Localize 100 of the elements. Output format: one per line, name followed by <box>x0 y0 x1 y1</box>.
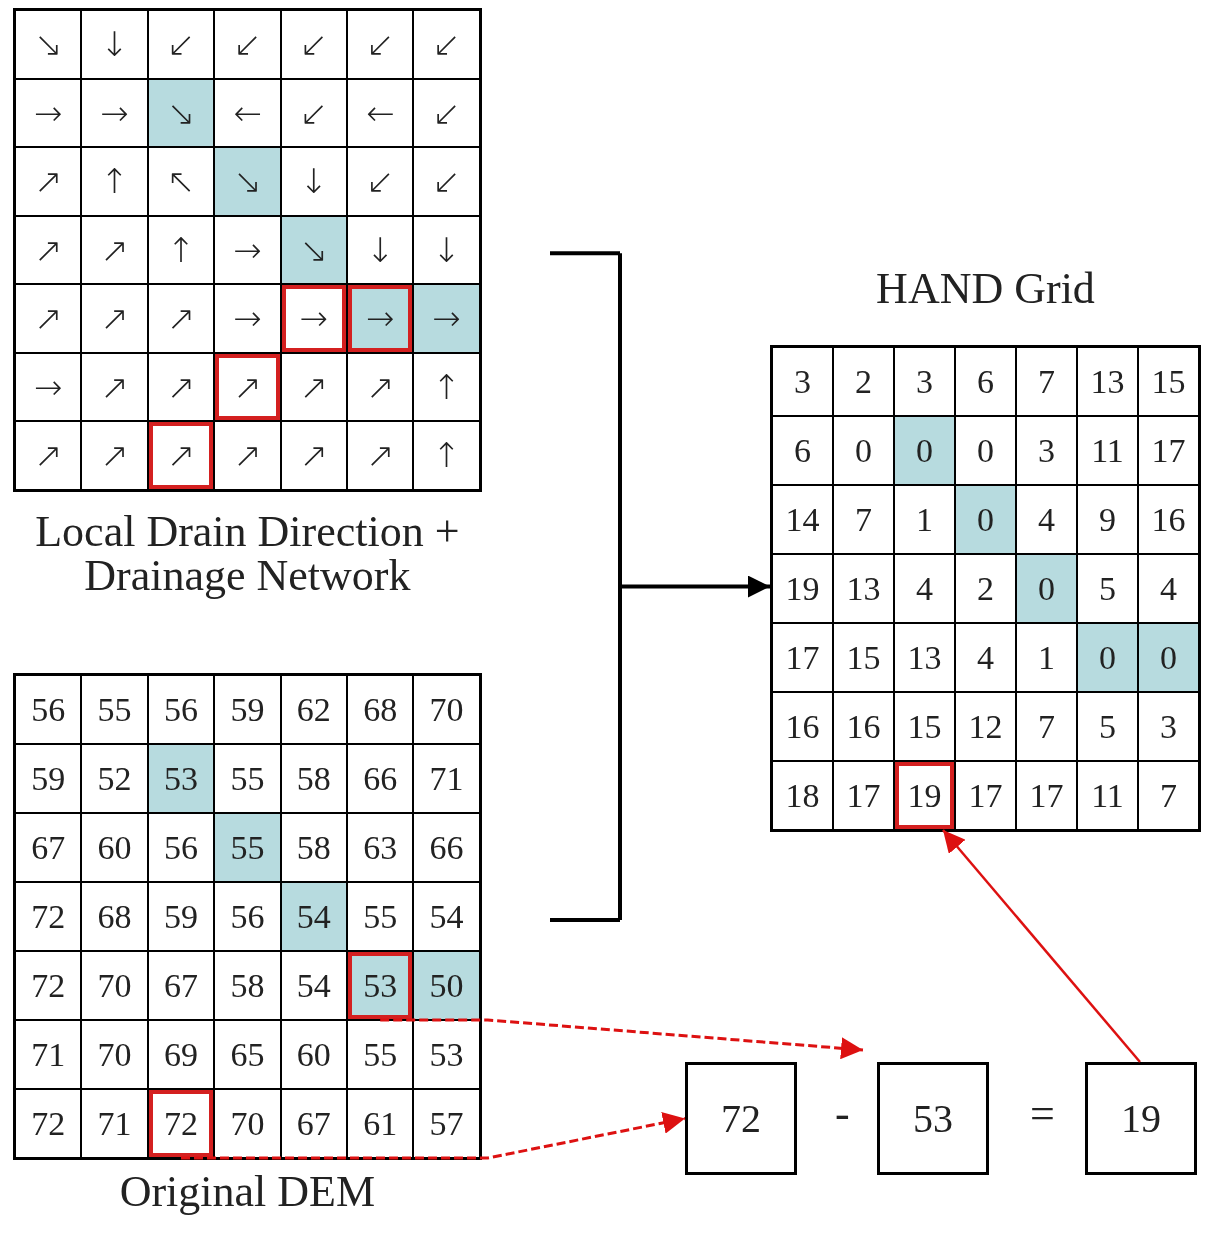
flow-direction-cell: ↙ <box>214 10 281 79</box>
hand-value-cell: 15 <box>894 692 955 761</box>
elevation-cell: 66 <box>347 744 414 813</box>
elevation-cell: 55 <box>81 675 148 744</box>
flow-direction-cell: ↗ <box>280 352 347 421</box>
elevation-cell: 70 <box>413 675 480 744</box>
arrow <box>181 1112 686 1160</box>
flow-direction-cell: ↖ <box>147 147 215 216</box>
flow-direction-cell: ↑ <box>413 352 480 421</box>
hand-value-cell: 0 <box>894 416 955 485</box>
arrow <box>942 829 1141 1063</box>
hand-value-cell: 17 <box>833 761 894 830</box>
flow-direction-cell: ↙ <box>280 10 347 79</box>
elevation-cell: 68 <box>347 675 414 744</box>
elevation-cell: 72 <box>15 1089 82 1158</box>
grid-title: Original DEM <box>118 1170 377 1214</box>
flow-direction-cell: ↙ <box>413 10 480 79</box>
hand-value-cell: 17 <box>772 623 833 692</box>
grid-title: Local Drain Direction + Drainage Network <box>34 510 461 598</box>
hand-value-cell: 6 <box>955 347 1016 416</box>
operator-sign: - <box>835 1088 850 1139</box>
flow-direction-cell: ↑ <box>413 421 480 490</box>
hand-value-cell: 7 <box>1016 347 1077 416</box>
hand-value-cell: 11 <box>1077 416 1138 485</box>
hand-value-cell: 15 <box>833 623 894 692</box>
elevation-cell: 59 <box>214 675 281 744</box>
elevation-cell: 72 <box>147 1089 215 1158</box>
elevation-cell: 56 <box>15 675 82 744</box>
flow-direction-cell: ↗ <box>347 352 414 421</box>
elevation-cell: 67 <box>15 813 82 882</box>
hand-value-cell: 17 <box>1016 761 1077 830</box>
elevation-cell: 61 <box>347 1089 414 1158</box>
flow-direction-cell: → <box>81 78 148 147</box>
hand-value-cell: 13 <box>894 623 955 692</box>
flow-direction-cell: ↗ <box>15 215 82 284</box>
hand-value-cell: 1 <box>894 485 955 554</box>
flow-direction-cell: → <box>280 284 347 353</box>
flow-direction-cell: → <box>413 284 480 353</box>
hand-value-cell: 7 <box>833 485 894 554</box>
hand-value-cell: 2 <box>955 554 1016 623</box>
elevation-cell: 56 <box>147 813 215 882</box>
flow-direction-cell: → <box>214 215 281 284</box>
operator-sign: = <box>1030 1088 1055 1139</box>
flow-direction-cell: ↗ <box>347 421 414 490</box>
flow-direction-cell: ↙ <box>347 147 414 216</box>
elevation-cell: 68 <box>81 882 148 951</box>
hand-value-cell: 16 <box>772 692 833 761</box>
flow-direction-cell: ↗ <box>81 352 148 421</box>
flow-direction-cell: ↓ <box>413 215 480 284</box>
hand-value-cell: 7 <box>1016 692 1077 761</box>
elevation-cell: 60 <box>81 813 148 882</box>
hand-value-cell: 17 <box>1138 416 1199 485</box>
flow-direction-cell: → <box>15 78 82 147</box>
elevation-cell: 67 <box>280 1089 347 1158</box>
hand-value-cell: 17 <box>955 761 1016 830</box>
elevation-cell: 58 <box>214 951 281 1020</box>
flow-direction-cell: ↓ <box>81 10 148 79</box>
elevation-cell: 53 <box>413 1020 480 1089</box>
hand-value-cell: 4 <box>894 554 955 623</box>
value-box: 19 <box>1085 1062 1197 1175</box>
hand-value-cell: 4 <box>1016 485 1077 554</box>
hand-value-cell: 0 <box>955 416 1016 485</box>
hand-value-cell: 4 <box>1138 554 1199 623</box>
elevation-cell: 59 <box>15 744 82 813</box>
elevation-cell: 63 <box>347 813 414 882</box>
elevation-cell: 62 <box>280 675 347 744</box>
flow-direction-cell: ↗ <box>81 284 148 353</box>
elevation-cell: 72 <box>15 882 82 951</box>
elevation-cell: 58 <box>280 813 347 882</box>
flow-direction-cell: ↗ <box>214 352 281 421</box>
elevation-cell: 54 <box>280 882 347 951</box>
elevation-cell: 70 <box>81 1020 148 1089</box>
hand-value-cell: 12 <box>955 692 1016 761</box>
hand-value-cell: 19 <box>894 761 955 830</box>
elevation-cell: 55 <box>347 882 414 951</box>
hand-value-cell: 16 <box>1138 485 1199 554</box>
flow-direction-cell: ← <box>347 78 414 147</box>
flow-direction-cell: ↗ <box>81 421 148 490</box>
hand-value-cell: 13 <box>833 554 894 623</box>
elevation-cell: 71 <box>15 1020 82 1089</box>
flow-direction-cell: ↗ <box>147 284 215 353</box>
flow-direction-cell: → <box>347 284 414 353</box>
elevation-cell: 57 <box>413 1089 480 1158</box>
flow-direction-cell: ↘ <box>147 78 215 147</box>
flow-direction-cell: ↗ <box>147 421 215 490</box>
elevation-cell: 72 <box>15 951 82 1020</box>
flow-direction-cell: ↓ <box>347 215 414 284</box>
hand-value-cell: 7 <box>1138 761 1199 830</box>
flow-direction-cell: ↑ <box>147 215 215 284</box>
elevation-cell: 53 <box>147 744 215 813</box>
flow-direction-cell: ↙ <box>280 78 347 147</box>
elevation-cell: 54 <box>413 882 480 951</box>
hand-value-cell: 1 <box>1016 623 1077 692</box>
elevation-cell: 60 <box>280 1020 347 1089</box>
flow-direction-cell: ↙ <box>413 147 480 216</box>
bracket-arrow <box>548 251 772 922</box>
hand-value-cell: 3 <box>1138 692 1199 761</box>
flow-direction-cell: ↘ <box>280 215 347 284</box>
flow-direction-cell: ↙ <box>147 10 215 79</box>
elevation-cell: 58 <box>280 744 347 813</box>
